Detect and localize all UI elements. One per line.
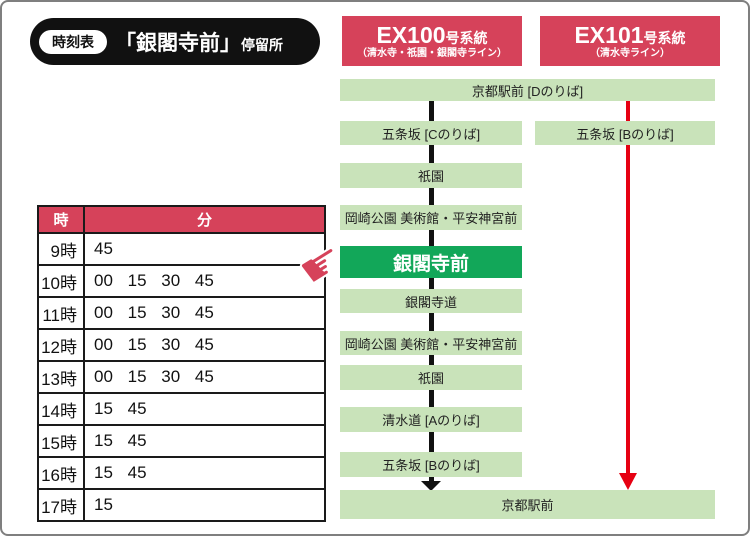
- timetable-badge: 時刻表: [39, 29, 107, 54]
- hour-cell: 15時: [37, 424, 85, 458]
- stop-gojozaka-c: 五条坂 [Cのりば]: [340, 121, 522, 145]
- route-ex100-name: EX100号系統: [376, 22, 488, 49]
- route-header-ex101: EX101号系統 （清水寺ライン）: [540, 16, 720, 66]
- hour-cell: 9時: [37, 232, 85, 266]
- route-ex101-name: EX101号系統: [574, 22, 686, 49]
- ex100-arrowhead-icon: [421, 481, 441, 491]
- minutes-cell: 00 15 30 45: [83, 360, 326, 394]
- minutes-cell: 00 15 30 45: [83, 264, 326, 298]
- minutes-cell: 15 45: [83, 456, 326, 490]
- hour-cell: 10時: [37, 264, 85, 298]
- page-title: 時刻表 「銀閣寺前」停留所: [30, 18, 320, 65]
- stop-ginkakuji-michi: 銀閣寺道: [340, 289, 522, 313]
- minutes-cell: 45: [83, 232, 326, 266]
- minutes-cell: 00 15 30 45: [83, 296, 326, 330]
- hour-cell: 12時: [37, 328, 85, 362]
- hour-cell: 16時: [37, 456, 85, 490]
- route-ex101-subtitle: （清水寺ライン）: [590, 48, 670, 60]
- minutes-cell: 15 45: [83, 424, 326, 458]
- stop-gion-inbound: 祇園: [340, 365, 522, 390]
- stop-kyoto-station-d: 京都駅前 [Dのりば]: [340, 79, 715, 101]
- stop-title: 「銀閣寺前」停留所: [115, 27, 283, 57]
- hour-column-header: 時: [37, 205, 85, 234]
- stop-ginkakuji-mae-highlighted: 銀閣寺前: [340, 246, 522, 278]
- stop-gion-outbound: 祇園: [340, 163, 522, 188]
- stop-gojozaka-b-ex100: 五条坂 [Bのりば]: [340, 452, 522, 477]
- hour-cell: 13時: [37, 360, 85, 394]
- minute-column-header: 分: [83, 205, 326, 234]
- stop-kyoto-station-bottom: 京都駅前: [340, 490, 715, 519]
- ex101-arrowhead-icon: [619, 473, 637, 490]
- hour-cell: 11時: [37, 296, 85, 330]
- ex101-route-line: [626, 101, 630, 474]
- stop-okazaki-park-outbound: 岡崎公園 美術館・平安神宮前: [340, 205, 522, 230]
- route-header-ex100: EX100号系統 （清水寺・祇園・銀閣寺ライン）: [342, 16, 522, 66]
- stop-kiyomizu-michi-a: 清水道 [Aのりば]: [340, 407, 522, 432]
- hour-cell: 17時: [37, 488, 85, 522]
- stop-title-suffix: 停留所: [241, 36, 283, 53]
- minutes-cell: 00 15 30 45: [83, 328, 326, 362]
- timetable-header-row: 時 分: [37, 205, 326, 234]
- route-ex100-subtitle: （清水寺・祇園・銀閣寺ライン）: [357, 48, 507, 60]
- minutes-cell: 15 45: [83, 392, 326, 426]
- stop-okazaki-park-inbound: 岡崎公園 美術館・平安神宮前: [340, 331, 522, 355]
- minutes-cell: 15: [83, 488, 326, 522]
- stop-gojozaka-b-ex101: 五条坂 [Bのりば]: [535, 121, 715, 145]
- stop-title-name: 「銀閣寺前」: [115, 31, 241, 55]
- hour-cell: 14時: [37, 392, 85, 426]
